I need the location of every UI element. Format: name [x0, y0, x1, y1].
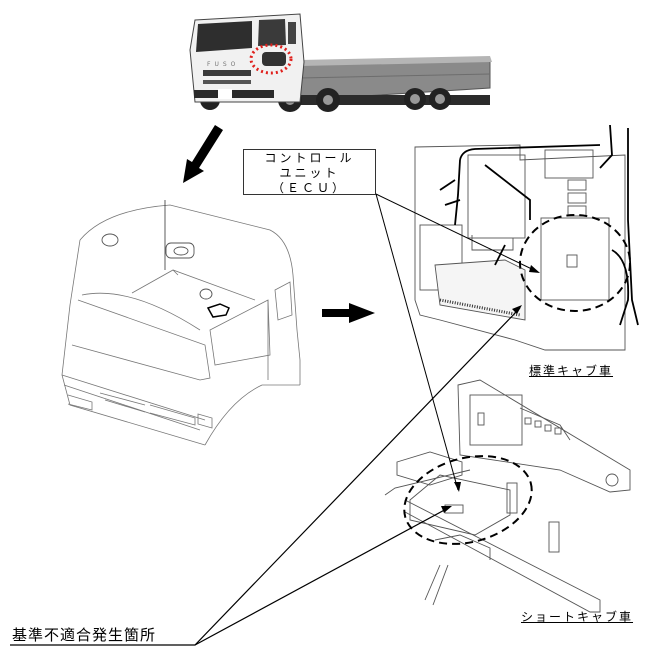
cab-roof-fittings	[101, 233, 213, 300]
short-cab-ecu-drawing	[384, 379, 631, 613]
defect-location-leaders	[10, 307, 521, 646]
caption-short-cab: ショートキャブ車	[521, 610, 634, 624]
highlight-dotted-circle	[249, 43, 293, 75]
standard-cab-ecu-drawing	[414, 144, 631, 351]
cab-line-drawing	[61, 204, 301, 446]
truck-photo: FUSO	[189, 13, 492, 112]
ecu-callout-line-1: コントロール	[264, 151, 355, 165]
ecu-callout-leaders	[375, 193, 539, 491]
truck-brand-text: FUSO	[207, 61, 239, 68]
ecu-leader-arrowhead-1	[529, 265, 540, 273]
cab-ecu-marker	[206, 303, 230, 318]
standard-cab-harness	[439, 124, 639, 326]
ecu-callout-box: コントロール ユニット （ＥＣＵ）	[243, 149, 376, 195]
defect-leader-arrowhead-2	[441, 506, 452, 513]
ecu-leader-arrowhead-2	[454, 482, 461, 492]
arrow-down-left-icon	[183, 125, 223, 183]
arrow-right-icon	[322, 303, 375, 323]
defect-leader-arrowhead-1	[512, 305, 522, 314]
ecu-callout-line-2: ユニット	[279, 166, 340, 180]
ecu-callout-line-3: （ＥＣＵ）	[271, 181, 347, 195]
caption-standard-cab: 標準キャブ車	[529, 364, 614, 378]
short-cab-dashed-circle	[403, 455, 533, 545]
defect-location-label: 基準不適合発生箇所	[12, 626, 157, 644]
